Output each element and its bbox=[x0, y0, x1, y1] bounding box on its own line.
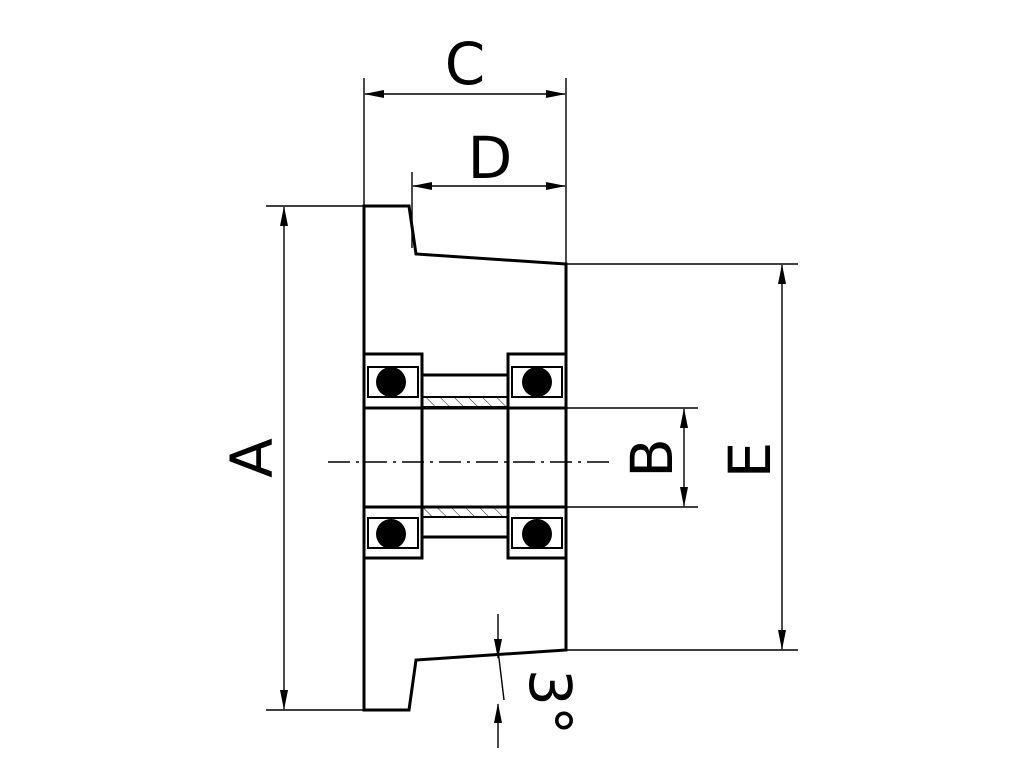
dimension-A-label: A bbox=[218, 438, 286, 478]
bearing-ball bbox=[376, 519, 406, 549]
bearing-top-right bbox=[506, 352, 568, 410]
bearing-ball bbox=[522, 519, 552, 549]
dimension-B-label: B bbox=[618, 438, 686, 478]
bore-outline bbox=[364, 406, 566, 509]
bearing-bottom-left bbox=[362, 505, 424, 560]
dimension-B: B bbox=[566, 407, 698, 508]
bearing-ball bbox=[376, 367, 406, 397]
bearing-top-left bbox=[362, 352, 424, 410]
bearing-ball bbox=[522, 367, 552, 397]
dimension-D: D bbox=[411, 124, 566, 248]
upper-body-hatch bbox=[362, 204, 568, 377]
dimension-E-label: E bbox=[716, 442, 784, 479]
spacer-sleeve bbox=[421, 396, 509, 518]
dimension-C-label: C bbox=[445, 30, 486, 98]
dimension-taper-angle: 3° bbox=[494, 614, 584, 748]
dimension-A: A bbox=[218, 205, 364, 711]
dimension-C: C bbox=[363, 30, 567, 264]
bearing-bottom-right bbox=[506, 505, 568, 560]
pulley-body-section bbox=[362, 204, 568, 712]
dimension-D-label: D bbox=[468, 124, 513, 192]
dimension-angle-label: 3° bbox=[516, 669, 584, 735]
dimension-E: E bbox=[566, 263, 798, 651]
